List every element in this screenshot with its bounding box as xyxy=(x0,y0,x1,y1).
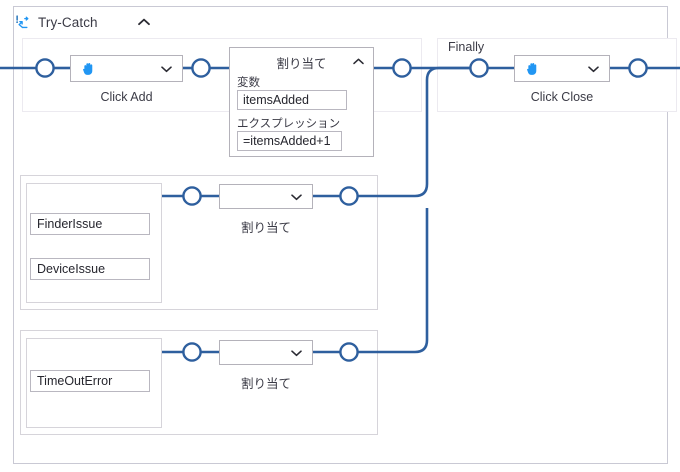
hand-click-icon xyxy=(527,62,537,75)
activity-caption-click-close: Click Close xyxy=(530,90,594,104)
chevron-down-icon[interactable] xyxy=(587,64,600,73)
expression-input[interactable]: =itemsAdded+1 xyxy=(237,131,342,151)
activity-card-assign-1[interactable] xyxy=(219,184,313,209)
activity-card-assign-2[interactable] xyxy=(219,340,313,365)
expression-label: エクスプレッション xyxy=(237,118,341,130)
chevron-up-icon[interactable] xyxy=(352,57,365,66)
finally-label: Finally xyxy=(448,40,485,54)
chevron-down-icon[interactable] xyxy=(290,348,303,357)
assign-card-title: 割り当て xyxy=(276,57,327,71)
exception-input[interactable]: FinderIssue xyxy=(30,213,150,235)
activity-card-click-close[interactable] xyxy=(514,55,610,82)
activity-caption-click-add: Click Add xyxy=(100,90,153,104)
variable-label: 変数 xyxy=(237,77,260,89)
panel-title-bar: Try-Catch xyxy=(14,12,98,32)
activity-card-click-add[interactable] xyxy=(70,55,183,82)
assign-card[interactable]: 割り当て 変数 itemsAdded エクスプレッション =itemsAdded… xyxy=(229,47,374,157)
chevron-up-icon[interactable] xyxy=(137,16,151,28)
variable-input[interactable]: itemsAdded xyxy=(237,90,347,110)
try-catch-icon xyxy=(16,14,29,28)
catch-exceptions-panel-1 xyxy=(26,183,162,303)
exception-input[interactable]: TimeOutError xyxy=(30,370,150,392)
hand-click-icon xyxy=(83,62,93,75)
chevron-down-icon[interactable] xyxy=(160,64,173,73)
activity-caption-assign-1: 割り当て xyxy=(240,221,291,235)
activity-caption-assign-2: 割り当て xyxy=(240,377,291,391)
page-title: Try-Catch xyxy=(38,14,98,30)
chevron-down-icon[interactable] xyxy=(290,192,303,201)
exception-input[interactable]: DeviceIssue xyxy=(30,258,150,280)
